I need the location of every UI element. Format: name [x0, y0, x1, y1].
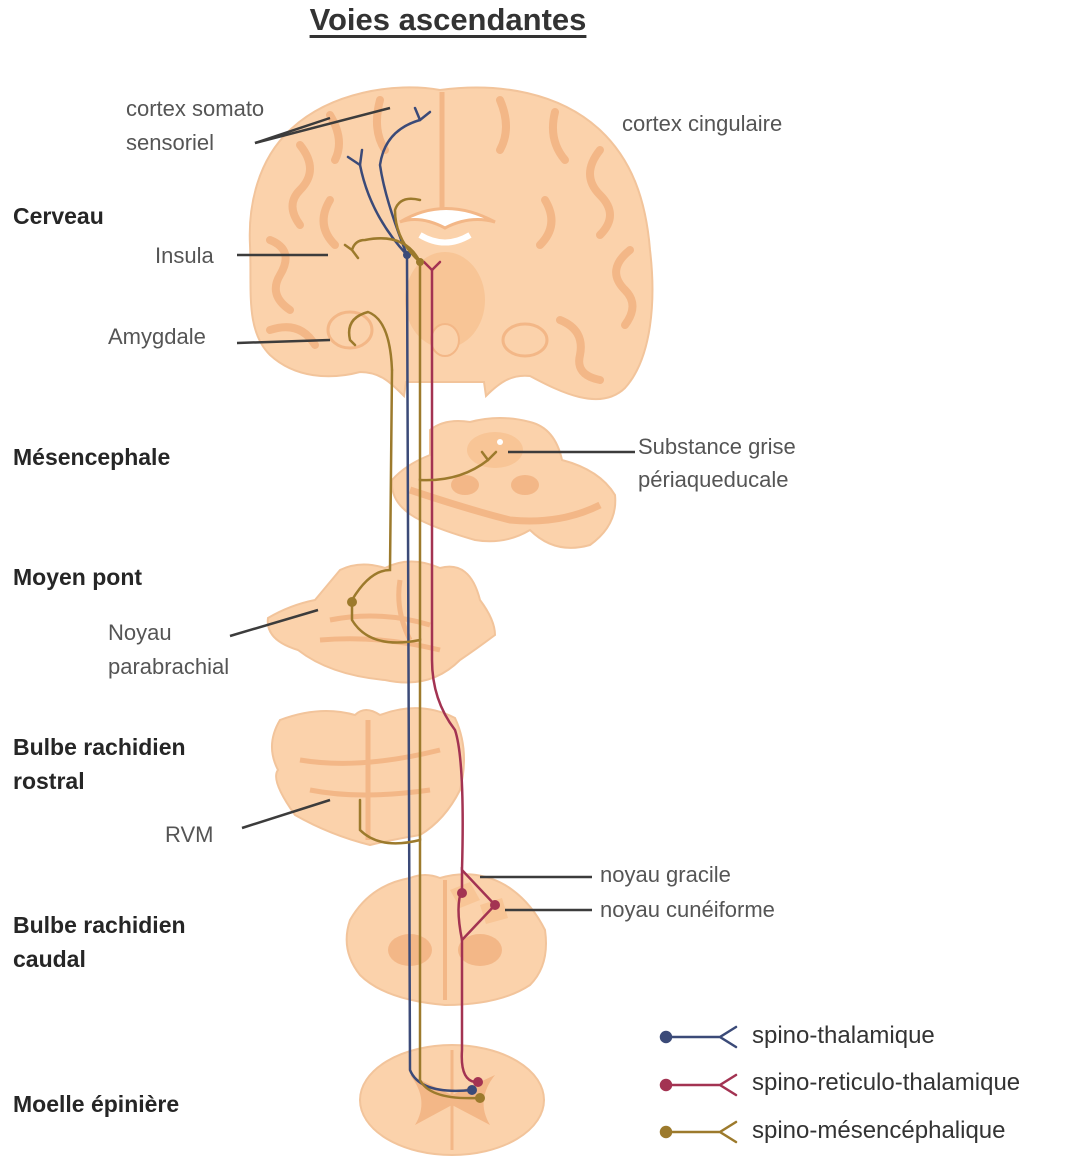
label-substance-grise-line1: Substance grise: [638, 430, 796, 463]
legend-symbol-spino-mesencephalique: [661, 1122, 736, 1142]
label-insula: Insula: [155, 239, 214, 272]
label-cortex-cingulaire: cortex cingulaire: [622, 107, 782, 140]
gracile-node: [457, 888, 467, 898]
pons-section: [268, 562, 495, 683]
label-rvm: RVM: [165, 818, 214, 851]
parabrachial-node: [347, 597, 357, 607]
label-substance-grise-line2: périaqueducale: [638, 463, 788, 496]
spinal-node-blue: [467, 1085, 477, 1095]
label-noyau-cuneiforme: noyau cunéiforme: [600, 893, 775, 926]
label-noyau-gracile: noyau gracile: [600, 858, 731, 891]
spinal-node-gold: [475, 1093, 485, 1103]
legend-label-spino-thalamique: spino-thalamique: [752, 1022, 935, 1050]
spinal-cord-section: [360, 1045, 544, 1155]
thalamus-node-gold: [416, 258, 424, 266]
label-noyau-parabrachial-line2: parabrachial: [108, 650, 229, 683]
label-cortex-somato-line1: cortex somato: [126, 92, 264, 125]
caudal-medulla-section: [347, 874, 546, 1005]
legend-label-spino-reticulo-thalamique: spino-reticulo-thalamique: [752, 1069, 1020, 1097]
label-amygdale: Amygdale: [108, 320, 206, 353]
label-noyau-parabrachial-line1: Noyau: [108, 616, 172, 649]
cuneiform-node: [490, 900, 500, 910]
brain-section: [250, 87, 653, 399]
label-cortex-somato-line2: sensoriel: [126, 126, 214, 159]
spinal-node-red: [473, 1077, 483, 1087]
legend-symbol-spino-reticulo: [661, 1075, 736, 1095]
midbrain-section: [392, 418, 615, 548]
legend-symbols: [661, 1027, 736, 1142]
legend-symbol-spino-thalamique: [661, 1027, 736, 1047]
legend-label-spino-mesencephalique: spino-mésencéphalique: [752, 1117, 1006, 1145]
rostral-medulla-section: [272, 708, 464, 845]
